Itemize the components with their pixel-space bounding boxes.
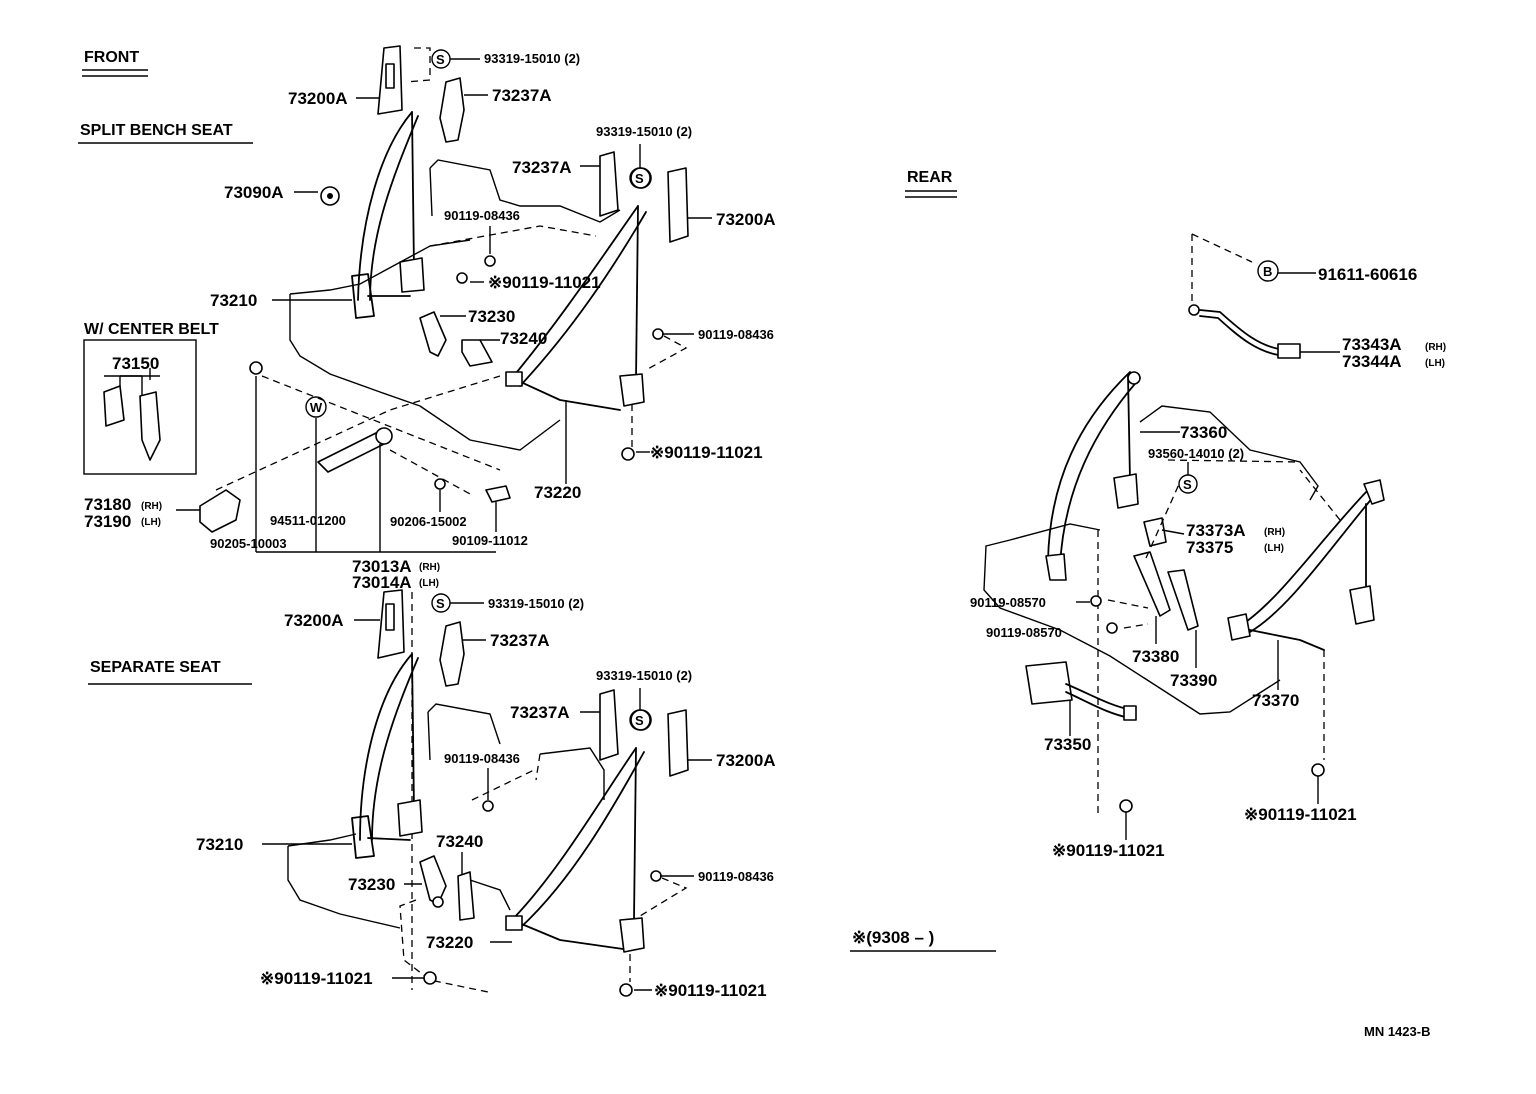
symbol-b: B bbox=[1263, 264, 1272, 279]
label-93560-14010: 93560-14010 (2) bbox=[1148, 446, 1244, 461]
center-belt-inset bbox=[83, 339, 197, 475]
heading-front: FRONT bbox=[84, 49, 139, 66]
label-rh: (RH) bbox=[419, 562, 440, 573]
label-73200A: 73200A bbox=[284, 611, 344, 630]
label-90119-11021: ※90119-11021 bbox=[260, 969, 373, 988]
footnote-date-range: ※(9308 – ) bbox=[852, 928, 934, 947]
label-90119-08436: 90119-08436 bbox=[698, 327, 774, 342]
label-73390: 73390 bbox=[1170, 671, 1217, 690]
symbol-s: S bbox=[635, 713, 644, 728]
label-93319-15010: 93319-15010 (2) bbox=[596, 668, 692, 683]
split-bench-leaders bbox=[104, 49, 712, 553]
label-73230: 73230 bbox=[468, 307, 515, 326]
label-73210: 73210 bbox=[210, 291, 257, 310]
heading-w-center-belt: W/ CENTER BELT bbox=[84, 321, 219, 338]
label-73220: 73220 bbox=[426, 933, 473, 952]
label-73237A: 73237A bbox=[492, 86, 552, 105]
rear-assembly bbox=[983, 233, 1385, 818]
label-lh: (LH) bbox=[1425, 358, 1445, 369]
label-73373A: 73373A bbox=[1186, 521, 1246, 540]
label-93319-15010: 93319-15010 (2) bbox=[488, 596, 584, 611]
heading-separate-seat: SEPARATE SEAT bbox=[90, 659, 221, 676]
symbol-s: S bbox=[1183, 477, 1192, 492]
heading-rear: REAR bbox=[907, 169, 953, 186]
split-bench-assembly bbox=[199, 45, 689, 533]
label-73370: 73370 bbox=[1252, 691, 1299, 710]
label-90119-11021: ※90119-11021 bbox=[488, 273, 601, 292]
label-rh: (RH) bbox=[1264, 527, 1285, 538]
label-91611-60616: 91611-60616 bbox=[1318, 265, 1417, 284]
label-94511-01200: 94511-01200 bbox=[270, 513, 346, 528]
label-73240: 73240 bbox=[436, 832, 483, 851]
label-73237A: 73237A bbox=[510, 703, 570, 722]
separate-seat-assembly bbox=[287, 589, 689, 997]
label-73150: 73150 bbox=[112, 354, 159, 373]
label-90119-11021: ※90119-11021 bbox=[650, 443, 763, 462]
label-lh: (LH) bbox=[419, 578, 439, 589]
symbol-s: S bbox=[436, 52, 445, 67]
label-73237A: 73237A bbox=[512, 158, 572, 177]
label-lh: (LH) bbox=[141, 517, 161, 528]
label-73240: 73240 bbox=[500, 329, 547, 348]
label-73200A: 73200A bbox=[716, 210, 776, 229]
label-73343A: 73343A bbox=[1342, 335, 1402, 354]
label-73230: 73230 bbox=[348, 875, 395, 894]
label-73013A: 73013A bbox=[352, 557, 412, 576]
label-73200A: 73200A bbox=[288, 89, 348, 108]
label-73350: 73350 bbox=[1044, 735, 1091, 754]
symbol-w: W bbox=[310, 400, 323, 415]
label-90119-08436: 90119-08436 bbox=[444, 208, 520, 223]
label-90119-08570: 90119-08570 bbox=[986, 625, 1062, 640]
heading-split-bench-seat: SPLIT BENCH SEAT bbox=[80, 122, 233, 139]
label-90119-11021: ※90119-11021 bbox=[1244, 805, 1357, 824]
label-90119-11021: ※90119-11021 bbox=[654, 981, 767, 1000]
label-73180: 73180 bbox=[84, 495, 131, 514]
label-90119-11021: ※90119-11021 bbox=[1052, 841, 1165, 860]
label-73375: 73375 bbox=[1186, 538, 1233, 557]
rear-leaders bbox=[1069, 260, 1340, 840]
label-73380: 73380 bbox=[1132, 647, 1179, 666]
label-73014A: 73014A bbox=[352, 573, 412, 592]
label-93319-15010: 93319-15010 (2) bbox=[596, 124, 692, 139]
label-93319-15010: 93319-15010 (2) bbox=[484, 51, 580, 66]
label-73360: 73360 bbox=[1180, 423, 1227, 442]
label-73344A: 73344A bbox=[1342, 352, 1402, 371]
separate-seat-leaders bbox=[262, 593, 712, 991]
label-90119-08436: 90119-08436 bbox=[444, 751, 520, 766]
label-90119-08570: 90119-08570 bbox=[970, 595, 1046, 610]
label-rh: (RH) bbox=[1425, 342, 1446, 353]
symbol-s: S bbox=[635, 171, 644, 186]
label-90205-10003: 90205-10003 bbox=[210, 536, 287, 551]
label-73210: 73210 bbox=[196, 835, 243, 854]
label-73090A: 73090A bbox=[224, 183, 284, 202]
label-73200A: 73200A bbox=[716, 751, 776, 770]
label-73220: 73220 bbox=[534, 483, 581, 502]
label-lh: (LH) bbox=[1264, 543, 1284, 554]
label-90109-11012: 90109-11012 bbox=[452, 533, 528, 548]
diagram-ref-code: MN 1423-B bbox=[1364, 1024, 1430, 1039]
label-73190: 73190 bbox=[84, 512, 131, 531]
label-90206-15002: 90206-15002 bbox=[390, 514, 467, 529]
label-90119-08436: 90119-08436 bbox=[698, 869, 774, 884]
symbol-s: S bbox=[436, 596, 445, 611]
label-73237A: 73237A bbox=[490, 631, 550, 650]
label-rh: (RH) bbox=[141, 501, 162, 512]
